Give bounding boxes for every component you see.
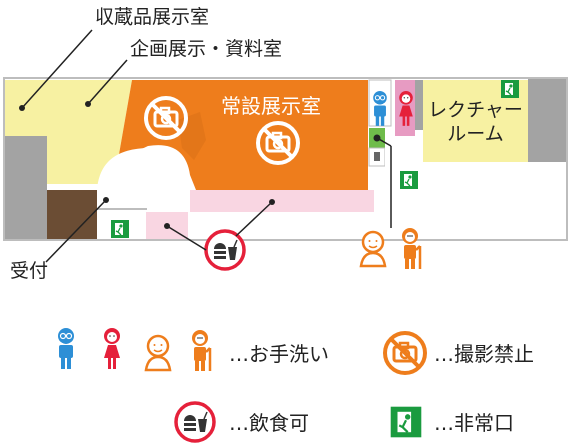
- leader-dot: [269, 199, 275, 205]
- exit-icon: [500, 79, 520, 99]
- food-ok-icon: [174, 401, 216, 443]
- corridor: [190, 190, 374, 212]
- lobby: [97, 148, 190, 239]
- service-mark: [374, 152, 380, 161]
- leader-food-area: [166, 225, 207, 251]
- leader-planning: [87, 59, 128, 105]
- hall-right: [374, 140, 420, 212]
- exit-icon: [399, 170, 419, 190]
- gray-wall-left: [5, 136, 47, 239]
- partition: [97, 208, 147, 210]
- legend-no-photo: …撮影禁止: [434, 342, 534, 366]
- legend-exit: …非常口: [434, 411, 514, 435]
- man-icon: [57, 327, 75, 370]
- leader-storage: [21, 29, 93, 109]
- baby-icon: [359, 230, 387, 268]
- food-ok-icon: [204, 229, 246, 271]
- leader-dot: [103, 197, 109, 203]
- elder-icon: [400, 226, 422, 271]
- leader-multi-restroom: [376, 137, 392, 147]
- permanent-exhibit-room: [118, 80, 368, 190]
- leader-dot: [19, 105, 25, 111]
- gray-wall-right: [528, 79, 566, 162]
- planning-room: [47, 80, 132, 184]
- leader-reception: [45, 199, 107, 263]
- label-lecture-line1: レクチャー: [428, 99, 523, 121]
- baby-icon: [144, 334, 172, 372]
- storage-room: [5, 80, 47, 136]
- label-lecture-line2: ルーム: [447, 123, 504, 145]
- leader-dot: [164, 223, 170, 229]
- label-storage: 収蔵品展示室: [95, 6, 210, 28]
- legend-restroom: …お手洗い: [229, 342, 329, 366]
- woman-icon: [104, 328, 120, 369]
- leader-dot: [85, 101, 91, 107]
- label-planning: 企画展示・資料室: [130, 38, 283, 60]
- reception-desk: [47, 190, 97, 239]
- no-photo-icon: [383, 331, 427, 375]
- label-lecture: レクチャー ルーム: [423, 98, 528, 146]
- legend-food-ok: …飲食可: [229, 411, 309, 435]
- label-reception: 受付: [10, 260, 49, 282]
- gray-block-between: [415, 80, 423, 130]
- elder-icon: [190, 328, 212, 373]
- exit-icon: [110, 219, 130, 239]
- label-permanent: 常設展示室: [221, 94, 321, 118]
- leader-food-corridor: [235, 201, 273, 237]
- exit-icon: [389, 405, 423, 439]
